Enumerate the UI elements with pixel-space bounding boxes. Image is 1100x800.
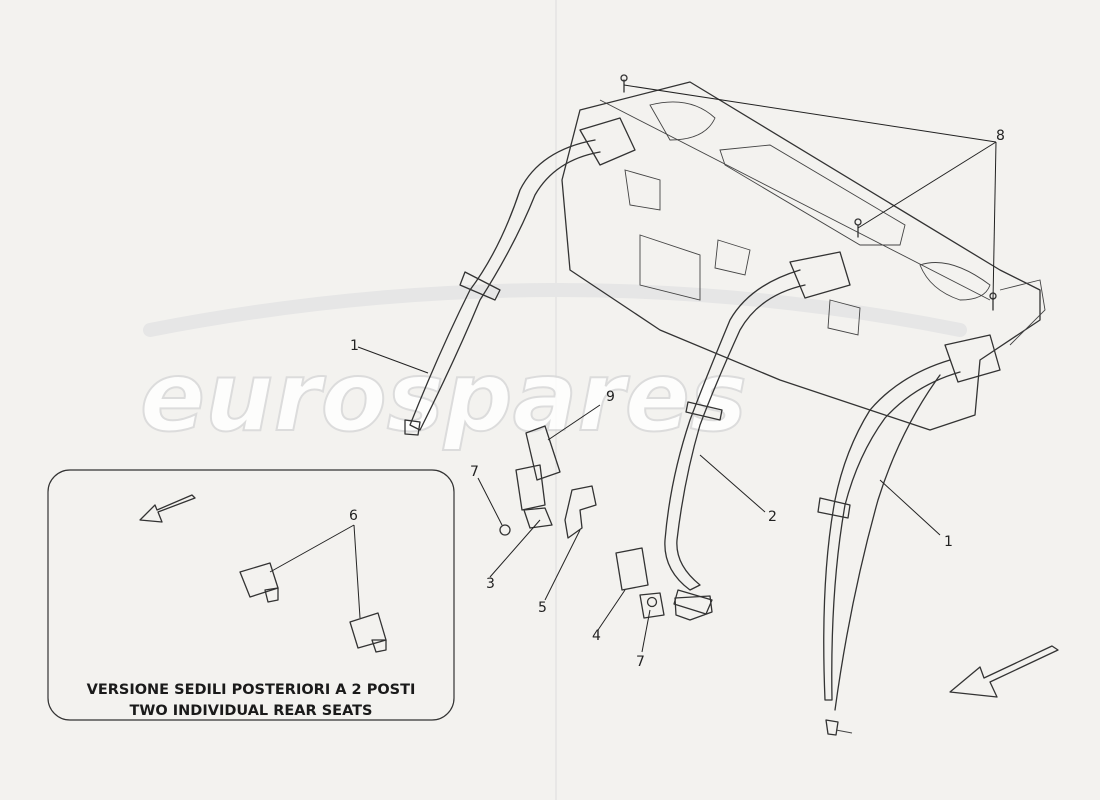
watermark-text: eurospares — [140, 341, 747, 453]
leader-lines — [269, 84, 997, 653]
callout-labels: 1 1 2 3 4 5 6 7 7 8 9 — [349, 128, 1005, 670]
nut-7a — [499, 524, 511, 536]
nut-7b — [646, 596, 658, 608]
callout-1-right: 1 — [944, 534, 953, 550]
callout-3: 3 — [486, 576, 495, 592]
callout-7-lower: 7 — [636, 654, 645, 670]
inset-two-individual-seats: VERSIONE SEDILI POSTERIORI A 2 POSTI TWO… — [47, 469, 455, 721]
buckle-cover-9 — [525, 425, 561, 481]
callout-6: 6 — [349, 508, 358, 524]
watermark: eurospares — [139, 283, 967, 454]
buckle-4 — [615, 547, 649, 591]
inset-buckle-lower — [349, 612, 387, 649]
front-arrow-icon — [949, 645, 1059, 698]
callout-9: 9 — [606, 389, 615, 405]
buckle-5 — [564, 485, 597, 539]
inset-caption-line2: TWO INDIVIDUAL REAR SEATS — [130, 703, 373, 719]
callout-1-left: 1 — [350, 338, 359, 354]
inset-caption-line1: VERSIONE SEDILI POSTERIORI A 2 POSTI — [87, 682, 416, 698]
direction-arrows — [139, 494, 1059, 698]
left-rear-belt — [404, 117, 636, 436]
callout-7-upper: 7 — [470, 464, 479, 480]
inset-front-arrow-icon — [139, 494, 196, 523]
callout-2: 2 — [768, 509, 777, 525]
callout-4: 4 — [592, 628, 601, 644]
right-rear-belt — [817, 334, 1001, 736]
inset-buckle-upper — [239, 562, 279, 598]
callout-8: 8 — [996, 128, 1005, 144]
buckle-3 — [515, 464, 546, 511]
buckle-group — [499, 74, 997, 621]
callout-5: 5 — [538, 600, 547, 616]
rear-seat-back-frame — [561, 81, 1046, 431]
